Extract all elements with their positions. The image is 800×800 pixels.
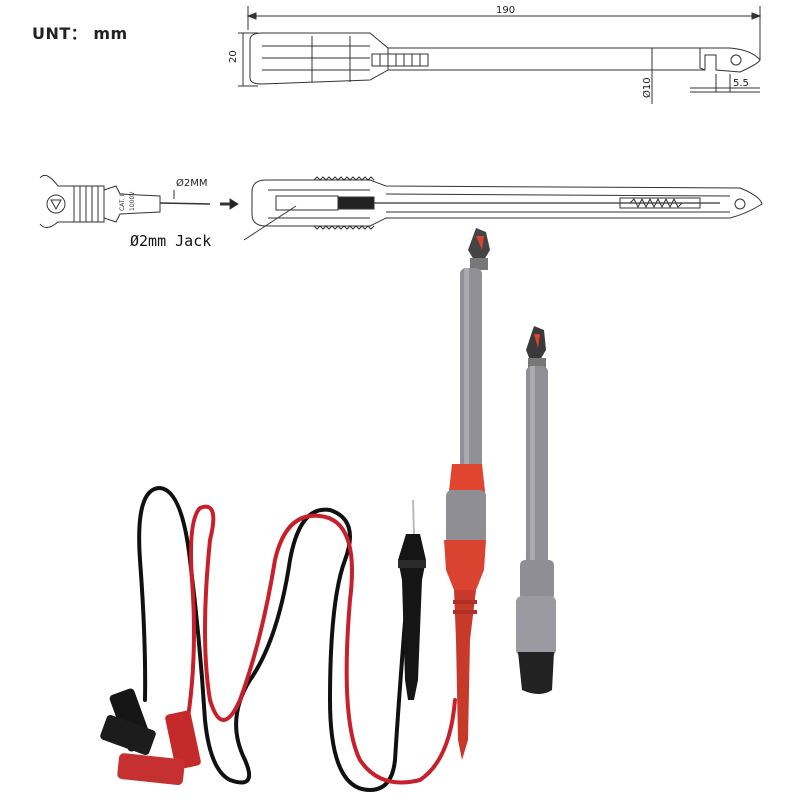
product-photo bbox=[100, 228, 556, 793]
black-test-probe bbox=[398, 499, 426, 700]
threaded-stub bbox=[371, 53, 429, 67]
grey-probe-collar bbox=[516, 596, 556, 656]
probe-section-outline bbox=[251, 179, 763, 227]
sleeve-marking-2: 1000V bbox=[129, 191, 136, 211]
plug-drawing bbox=[39, 174, 763, 241]
hook-outline bbox=[699, 47, 761, 73]
units-label: UNT： mm bbox=[32, 24, 128, 43]
grey-hook-probe bbox=[516, 326, 556, 694]
grey-probe-shaft bbox=[526, 366, 548, 566]
shield-icon bbox=[46, 194, 66, 214]
red-lead-cable bbox=[184, 504, 457, 785]
jack-socket bbox=[275, 195, 339, 211]
arrow-right bbox=[751, 12, 762, 20]
black-right-angle-plug bbox=[100, 688, 156, 755]
arrow-left bbox=[246, 12, 257, 20]
section-hook-eye bbox=[734, 198, 746, 210]
hook-eye bbox=[730, 54, 742, 66]
dim-hook-width-label: 5.5 bbox=[733, 78, 749, 89]
jack-contact bbox=[337, 196, 375, 210]
sleeve-marking-1: CAT. II bbox=[119, 193, 126, 211]
plug-sleeve bbox=[103, 185, 161, 223]
spring-housing bbox=[619, 197, 701, 209]
spring-coil bbox=[629, 197, 683, 209]
jack-leader-line bbox=[243, 205, 297, 241]
dim-height-label: 20 bbox=[228, 50, 239, 63]
dim-hook-diameter-label: Ø10 bbox=[641, 77, 653, 98]
red-probe-collar bbox=[446, 490, 486, 544]
red-right-angle-plug bbox=[117, 710, 201, 785]
red-hook-probe bbox=[444, 228, 490, 760]
red-probe-shaft bbox=[460, 268, 482, 468]
jack-label: Ø2mm Jack bbox=[130, 232, 211, 250]
pin-diameter-label: Ø2MM bbox=[176, 177, 208, 189]
plug-handle bbox=[39, 174, 105, 228]
plug-pin bbox=[159, 202, 211, 205]
dimension-drawing bbox=[238, 6, 762, 104]
dim-length-label: 190 bbox=[496, 5, 515, 16]
grey-probe-cap bbox=[518, 652, 554, 694]
black-lead-cable bbox=[137, 485, 412, 793]
